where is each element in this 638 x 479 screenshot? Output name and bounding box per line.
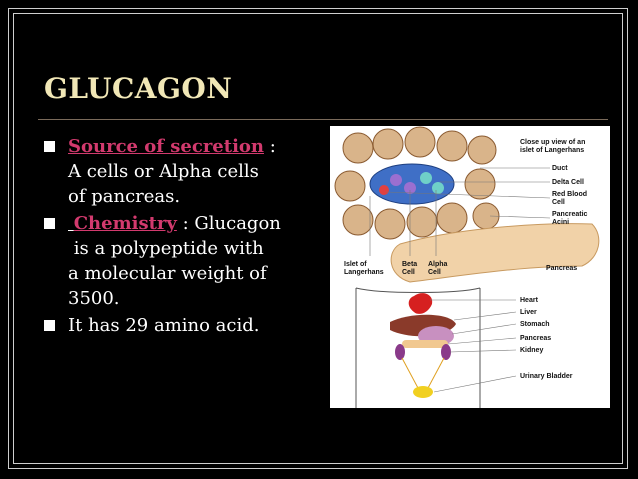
- label-kidney: Kidney: [520, 347, 543, 354]
- slide-title: GLUCAGON: [44, 72, 233, 105]
- pancreas-organ-shape: [402, 340, 448, 348]
- square-bullet-icon: [44, 320, 55, 331]
- label-beta-1: Beta: [402, 261, 417, 268]
- chemistry-line-3: 3500.: [68, 288, 120, 309]
- chemistry-sep: : Glucagon: [176, 213, 281, 234]
- label-acini-2: Acini: [552, 219, 569, 226]
- label-stomach: Stomach: [520, 321, 550, 328]
- label-rbc-1: Red Blood: [552, 191, 587, 198]
- acini-cluster: [334, 126, 500, 240]
- label-duct: Duct: [552, 165, 568, 172]
- pancreas-shape: [390, 223, 600, 283]
- label-rbc-2: Cell: [552, 199, 565, 206]
- slide-frame-inner: [13, 13, 623, 464]
- kidney-right-shape: [441, 344, 451, 360]
- label-liver: Liver: [520, 309, 537, 316]
- bladder-shape: [413, 386, 433, 398]
- label-delta-cell: Delta Cell: [552, 179, 584, 186]
- title-divider: [38, 119, 608, 120]
- caption-top-2: islet of Langerhans: [520, 147, 584, 154]
- bullet-amino: It has 29 amino acid.: [42, 313, 322, 338]
- source-label: Source of secretion: [68, 136, 264, 157]
- label-heart: Heart: [520, 297, 539, 304]
- bullet-list: Source of secretion : A cells or Alpha c…: [42, 134, 322, 340]
- label-pancreas-top: Pancreas: [546, 265, 577, 272]
- source-line-2: of pancreas.: [68, 186, 181, 207]
- label-islet-2: Langerhans: [344, 269, 384, 276]
- pancreas-diagram: Close up view of an islet of Langerhans …: [330, 126, 610, 408]
- square-bullet-icon: [44, 141, 55, 152]
- chemistry-label: Chemistry: [73, 213, 177, 234]
- label-alpha-2: Cell: [428, 269, 441, 276]
- caption-top-1: Close up view of an: [520, 139, 585, 146]
- square-bullet-icon: [44, 218, 55, 229]
- bullet-chemistry: Chemistry : Glucagon is a polypeptide wi…: [42, 211, 322, 311]
- label-pancreas: Pancreas: [520, 335, 551, 342]
- kidney-left-shape: [395, 344, 405, 360]
- source-sep: :: [264, 136, 276, 157]
- chemistry-line-1: is a polypeptide with: [68, 238, 264, 259]
- label-acini-1: Pancreatic: [552, 211, 588, 218]
- slide-frame-outer: [8, 8, 628, 469]
- label-beta-2: Cell: [402, 269, 415, 276]
- label-islet-1: Islet of: [344, 261, 367, 268]
- body-outline: [355, 287, 481, 408]
- chemistry-line-2: a molecular weight of: [68, 263, 267, 284]
- amino-text: It has 29 amino acid.: [68, 315, 260, 336]
- label-bladder: Urinary Bladder: [520, 373, 573, 380]
- label-alpha-1: Alpha: [428, 261, 448, 268]
- source-line-1: A cells or Alpha cells: [68, 161, 259, 182]
- pancreas-diagram-svg: Close up view of an islet of Langerhans …: [334, 126, 600, 408]
- heart-shape: [408, 293, 433, 314]
- bullet-source: Source of secretion : A cells or Alpha c…: [42, 134, 322, 209]
